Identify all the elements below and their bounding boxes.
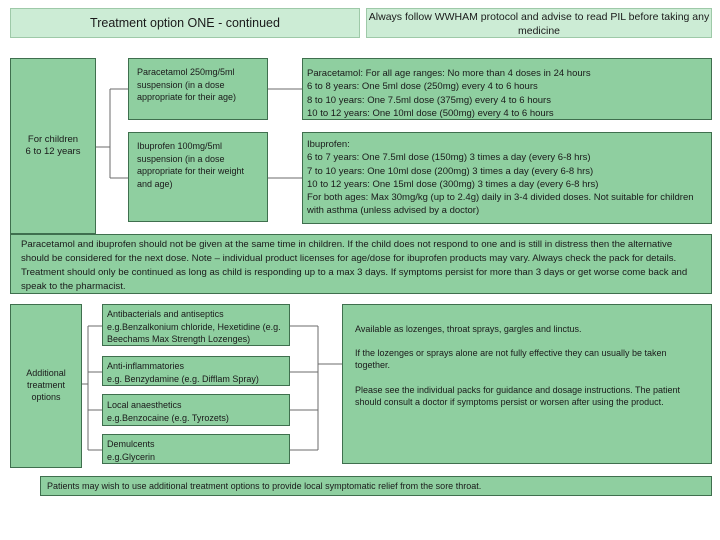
paracetamol-dosing-box: Paracetamol: For all age ranges: No more… [302,58,712,120]
option-local-anaesthetics: Local anaesthetics e.g.Benzocaine (e.g. … [102,394,290,426]
option-anti-inflammatories: Anti-inflammatories e.g. Benzydamine (e.… [102,356,290,386]
footer-note: Patients may wish to use additional trea… [40,476,712,496]
ibuprofen-product-box: Ibuprofen 100mg/5ml suspension (in a dos… [128,132,268,222]
ibuprofen-dosing-box: Ibuprofen: 6 to 7 years: One 7.5ml dose … [302,132,712,224]
option-antibacterials: Antibacterials and antiseptics e.g.Benza… [102,304,290,346]
additional-options-label: Additional treatment options [10,304,82,468]
additional-options-info: Available as lozenges, throat sprays, ga… [342,304,712,464]
children-age-label: For children 6 to 12 years [10,58,96,234]
section-title: Treatment option ONE - continued [10,8,360,38]
option-demulcents: Demulcents e.g.Glycerin [102,434,290,464]
wwham-advice-banner: Always follow WWHAM protocol and advise … [366,8,712,38]
warning-note: Paracetamol and ibuprofen should not be … [10,234,712,294]
paracetamol-product-box: Paracetamol 250mg/5ml suspension (in a d… [128,58,268,120]
